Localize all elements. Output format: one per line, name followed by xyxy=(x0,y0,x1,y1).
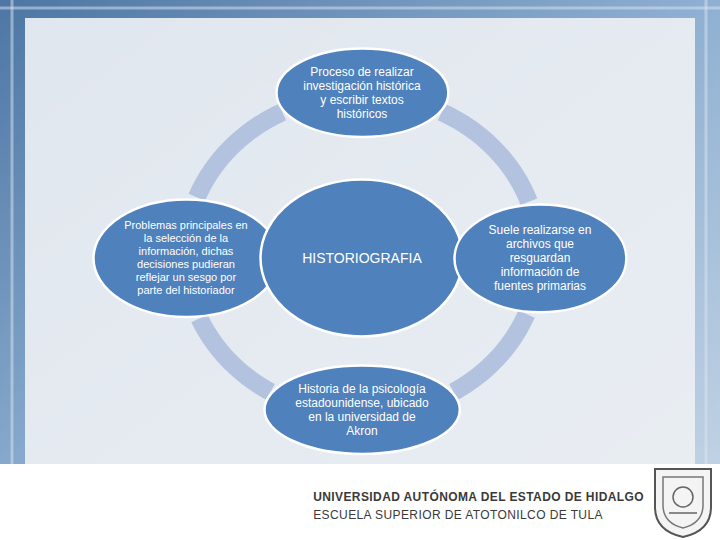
topic-circle: Proceso de realizar investigación histór… xyxy=(275,47,450,138)
ring-arc xyxy=(442,112,529,202)
topic-circle: Problemas principales en la selección de… xyxy=(92,198,281,318)
content-panel xyxy=(25,18,695,464)
topic-text: Proceso de realizar investigación histór… xyxy=(303,65,421,121)
ring-arc xyxy=(197,112,282,197)
window-frames xyxy=(0,0,720,470)
topic-text: Suele realizarse en archivos que resguar… xyxy=(481,223,599,293)
footer-institution: ESCUELA SUPERIOR DE ATOTONILCO DE TULA xyxy=(313,506,644,524)
topic-text: Historia de la psicología estadounidense… xyxy=(294,382,429,438)
footer-institution: UNIVERSIDAD AUTÓNOMA DEL ESTADO DE HIDAL… xyxy=(313,488,644,506)
central-circle: HISTORIOGRAFIA xyxy=(259,178,464,338)
footer-text: UNIVERSIDAD AUTÓNOMA DEL ESTADO DE HIDAL… xyxy=(313,488,644,524)
topic-text: Problemas principales en la selección de… xyxy=(122,219,250,296)
footer-band xyxy=(0,464,720,540)
topic-circle: Suele realizarse en archivos que resguar… xyxy=(453,203,628,314)
ring-arc xyxy=(453,314,526,392)
topic-circle: Historia de la psicología estadounidense… xyxy=(263,364,461,455)
ring-arc xyxy=(199,318,270,392)
central-title: HISTORIOGRAFIA xyxy=(292,250,432,266)
university-logo xyxy=(655,469,711,537)
